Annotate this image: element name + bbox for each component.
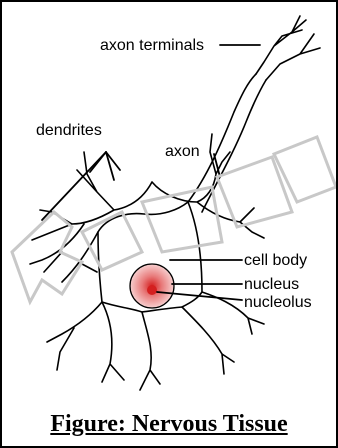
label-axon-terminals: axon terminals xyxy=(100,37,204,54)
dendrites-leader-a xyxy=(42,152,106,220)
axon-terminal-branches xyxy=(256,16,320,80)
neuron-illustration xyxy=(30,16,320,390)
nucleolus-shape xyxy=(147,285,157,295)
neuron-diagram: axon terminals dendrites axon cell body … xyxy=(2,2,336,446)
label-cell-body: cell body xyxy=(244,252,307,269)
label-dendrites: dendrites xyxy=(36,122,102,139)
label-nucleus: nucleus xyxy=(244,276,299,293)
label-nucleolus: nucleolus xyxy=(244,294,312,311)
figure-caption: Figure: Nervous Tissue xyxy=(2,412,336,436)
label-axon: axon xyxy=(165,143,200,160)
dendrites-leader-b xyxy=(90,152,106,172)
